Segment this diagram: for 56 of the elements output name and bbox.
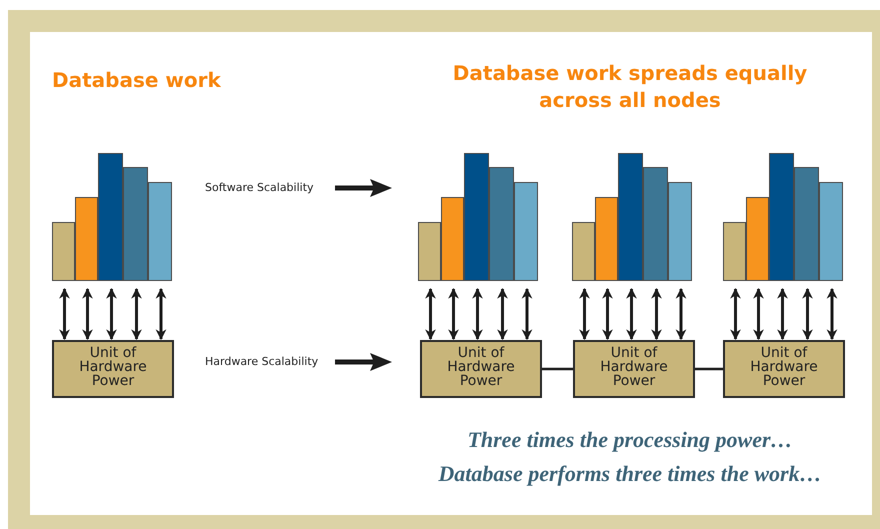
bar [819,182,843,281]
double-arrow [425,288,436,340]
double-arrow [826,288,838,340]
bar [441,197,464,281]
heading: Database work [52,67,221,94]
connector-line [695,368,723,370]
double-arrow [497,288,508,340]
bar [418,222,441,281]
double-arrow [82,288,93,340]
bar [643,167,668,281]
bar [723,222,746,281]
double-arrow [753,288,764,340]
double-arrow [602,288,613,340]
bar [668,182,692,281]
double-arrow [676,288,686,340]
double-arrow [730,288,741,340]
bar [148,182,172,281]
arrow-label: Hardware Scalability [205,355,318,369]
bar [489,167,514,281]
box-label: Unit of Hardware Power [749,346,819,388]
bar [98,153,123,281]
bar [52,222,75,281]
double-arrow [522,288,532,340]
caption-text: Database performs three times the work… [437,460,823,488]
hardware-box [573,340,695,398]
double-arrow [59,288,70,340]
bar [794,167,819,281]
double-arrow [579,288,590,340]
bar [746,197,769,281]
box-label: Unit of Hardware Power [78,346,148,388]
bar [514,182,538,281]
hardware-box [420,340,542,398]
double-arrow [802,288,813,340]
bar [464,153,489,281]
bar [595,197,618,281]
box-label: Unit of Hardware Power [599,346,669,388]
double-arrow [131,288,142,340]
double-arrow [156,288,166,340]
bar [572,222,595,281]
double-arrow [106,288,117,340]
bar [618,153,643,281]
bar [769,153,794,281]
heading: Database work spreads equally across all nodes [452,60,808,114]
connector-line [542,368,573,370]
double-arrow [651,288,662,340]
box-label: Unit of Hardware Power [446,346,516,388]
double-arrow [626,288,637,340]
bar [123,167,148,281]
double-arrow [777,288,788,340]
double-arrow [472,288,483,340]
hardware-box [723,340,845,398]
double-arrow [448,288,459,340]
arrow-label: Software Scalability [205,181,314,195]
caption-text: Three times the processing power… [466,426,794,454]
bar [75,197,98,281]
hardware-box [52,340,174,398]
